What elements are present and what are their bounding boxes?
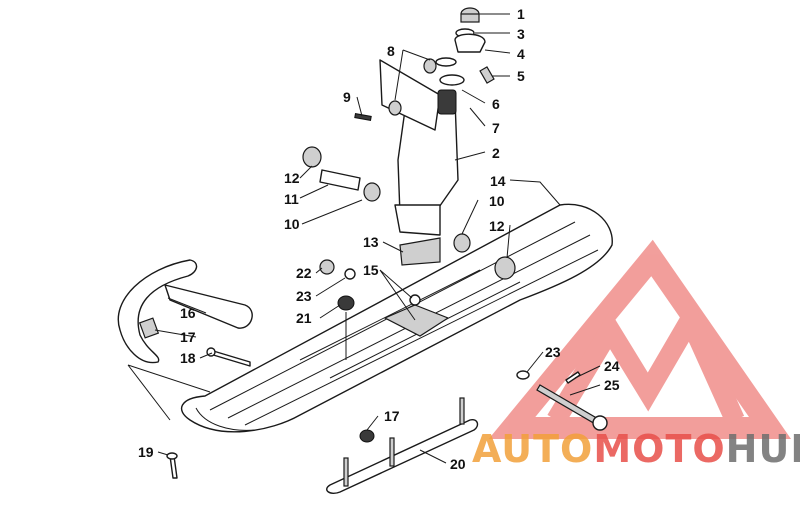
spindle-hardware [435, 7, 495, 86]
callout-15: 15 [363, 262, 379, 278]
callout-2: 2 [492, 145, 500, 161]
callout-23-left: 23 [296, 288, 312, 304]
watermark-auto: AUTO [472, 427, 593, 471]
watermark-moto: MOTO [593, 427, 725, 471]
callout-12-right: 12 [489, 218, 505, 234]
watermark-logo [488, 239, 792, 439]
callout-16: 16 [180, 305, 196, 321]
callout-12-left: 12 [284, 170, 300, 186]
callout-10-right: 10 [489, 193, 505, 209]
bolts [166, 347, 608, 479]
callout-19: 19 [138, 444, 154, 460]
callout-5: 5 [517, 68, 525, 84]
callout-22: 22 [296, 265, 312, 281]
callout-17-right: 17 [384, 408, 400, 424]
callout-11: 11 [284, 191, 299, 207]
callout-24: 24 [604, 358, 620, 374]
callout-4: 4 [517, 46, 525, 62]
callout-25: 25 [604, 377, 620, 393]
saddle-plate [383, 294, 450, 337]
callout-21: 21 [296, 310, 312, 326]
svg-text:AUTOMOTOHUB: AUTOMOTOHUB [472, 427, 800, 471]
triangle-m-logo-icon [488, 239, 792, 439]
callout-9: 9 [343, 89, 351, 105]
watermark-text: AUTOMOTOHUB [472, 427, 800, 471]
wear-bar [326, 397, 479, 494]
callout-labels: 1 3 4 5 8 6 9 7 2 14 12 11 10 10 12 13 2… [138, 6, 620, 472]
nuts-washers [319, 259, 530, 443]
callout-6: 6 [492, 96, 500, 112]
callout-10-left: 10 [284, 216, 300, 232]
callout-23-right: 23 [545, 344, 561, 360]
callout-18: 18 [180, 350, 196, 366]
callout-8: 8 [387, 43, 395, 59]
ski-handle [117, 259, 253, 364]
callout-14: 14 [490, 173, 506, 189]
callout-13: 13 [363, 234, 379, 250]
leader-lines [127, 13, 601, 464]
callout-3: 3 [517, 26, 525, 42]
spindle [379, 59, 459, 266]
watermark-hub: HUB [726, 427, 800, 471]
callout-1: 1 [517, 6, 525, 22]
bushings [302, 58, 516, 280]
callout-7: 7 [492, 120, 500, 136]
callout-20: 20 [450, 456, 466, 472]
callout-17-left: 17 [180, 329, 196, 345]
